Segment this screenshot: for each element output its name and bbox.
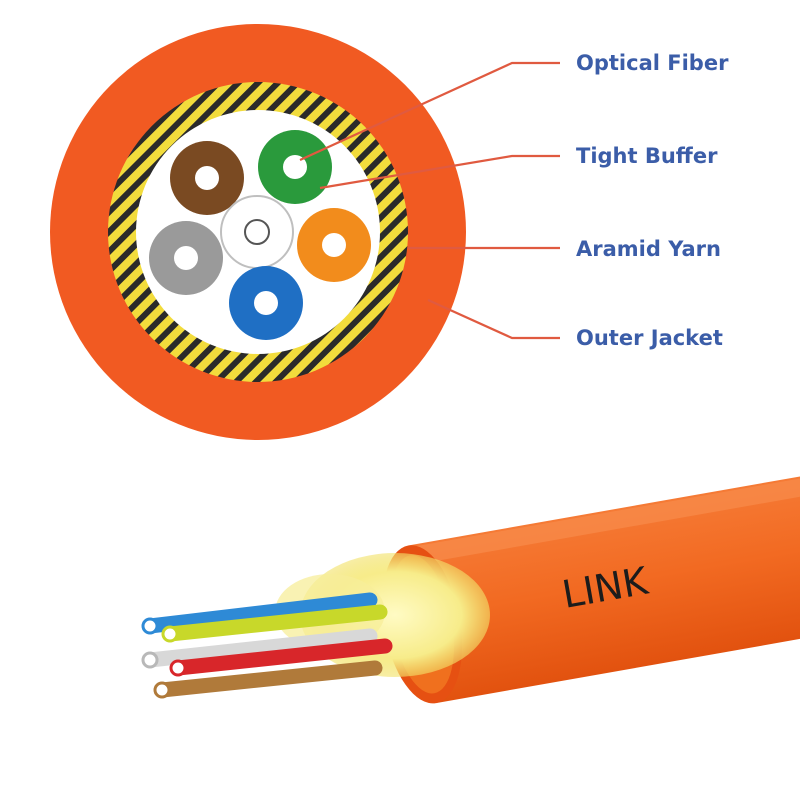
fiber-white [142, 628, 378, 668]
label-tight-buffer: Tight Buffer [576, 144, 718, 168]
tight-buffer-blue [229, 266, 303, 340]
callout-leader-lines [299, 61, 560, 340]
label-outer-jacket: Outer Jacket [576, 326, 723, 350]
tight-buffer-orange [297, 208, 371, 282]
tight-buffer-brown [170, 141, 244, 215]
tight-buffer-white [220, 195, 294, 269]
fiber-blue [142, 592, 378, 634]
leader-optical-fiber [299, 61, 560, 162]
label-aramid-yarn: Aramid Yarn [576, 237, 721, 261]
leader-outer-jacket [427, 298, 560, 340]
leader-tight-buffer [319, 154, 560, 190]
cable-cross-section [50, 24, 466, 440]
tight-buffer-gray [149, 221, 223, 295]
fiber-brown [154, 660, 383, 698]
exposed-fibers [141, 592, 393, 699]
cable-side-view: LINK [141, 476, 800, 704]
tight-buffer-green [258, 130, 332, 204]
fiber-yellow [162, 604, 388, 642]
fiber-red [170, 638, 393, 676]
label-optical-fiber: Optical Fiber [576, 51, 729, 75]
